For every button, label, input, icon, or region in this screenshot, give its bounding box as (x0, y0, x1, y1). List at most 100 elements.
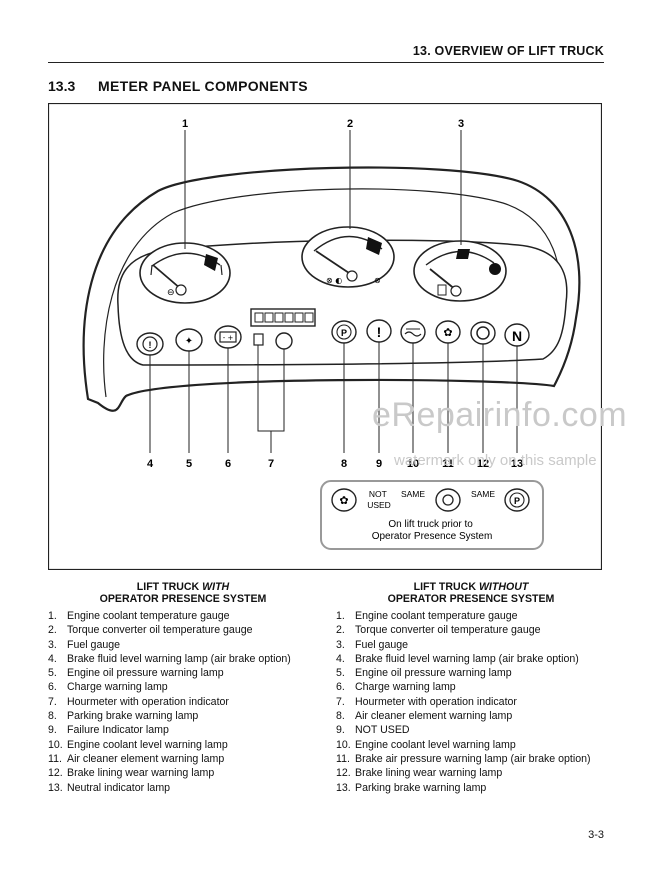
list-item-number: 8. (336, 710, 345, 723)
brake-lining-wear-lamp (470, 321, 496, 345)
coolant-level-warning-lamp (400, 320, 426, 344)
leader-lines (149, 130, 518, 453)
inset-box (320, 480, 544, 550)
callout-numbers: 1 2 3 4 5 6 7 8 9 10 11 12 13 (147, 118, 523, 470)
list-item-number: 9. (48, 724, 57, 737)
svg-text:- +: - + (223, 334, 234, 342)
list-item-number: 5. (336, 667, 345, 680)
list-item-text: Brake lining wear warning lamp (67, 767, 215, 780)
list-item-text: NOT USED (355, 724, 410, 737)
list-item-number: 7. (336, 695, 345, 708)
list-item-number: 13. (48, 781, 63, 794)
list-item: 12. Brake lining wear warning lamp (336, 766, 616, 780)
list-item-number: 11. (48, 752, 62, 765)
neutral-indicator-lamp: N (504, 323, 530, 347)
hourmeter-knob (275, 332, 293, 350)
inset-same-b: SAME (471, 489, 495, 499)
page-number: 3-3 (588, 829, 604, 841)
list-item: 11.Air cleaner element warning lamp (48, 752, 328, 766)
list-item-text: Engine oil pressure warning lamp (355, 667, 512, 680)
list-item-text: Neutral indicator lamp (67, 781, 171, 794)
callout-8: 8 (341, 458, 347, 470)
torque-converter-temp-gauge: ⊗ ◐ ⊗ (301, 226, 395, 288)
list-item-text: Brake air pressure warning lamp (air bra… (355, 752, 591, 765)
list-item: 2.Torque converter oil temperature gauge (48, 623, 328, 637)
list-item-text: Brake lining wear warning lamp (355, 767, 503, 780)
list-item-number: 11. (336, 752, 350, 765)
list-item-number: 7. (48, 695, 57, 708)
not-used-line1: NOT (369, 489, 387, 499)
svg-text:⊗ ◐: ⊗ ◐ (326, 276, 342, 285)
list-item-text: Engine coolant level warning lamp (355, 738, 516, 751)
list-item-number: 4. (336, 652, 345, 665)
list-item-text: Failure Indicator lamp (67, 724, 169, 737)
list-item-number: 9. (336, 724, 345, 737)
list-item-text: Charge warning lamp (355, 681, 456, 694)
svg-text:N: N (512, 328, 522, 344)
callout-4: 4 (147, 458, 154, 470)
list-item: 11. Brake air pressure warning lamp (air … (336, 752, 616, 766)
list-item: 7.Hourmeter with operation indicator (48, 695, 328, 709)
inset-brake-air-lamp (435, 488, 461, 512)
callout-9: 9 (376, 458, 382, 470)
list-item: 1.Engine coolant temperature gauge (48, 609, 328, 623)
callout-10: 10 (407, 458, 419, 470)
list-item-number: 13. (336, 781, 351, 794)
inset-caption-line2: Operator Presence System (372, 531, 493, 542)
inset-caption-line1: On lift truck prior to (388, 519, 473, 530)
with-ops-heading: LIFT TRUCK WITH OPERATOR PRESENCE SYSTEM (48, 581, 318, 605)
callout-7: 7 (268, 458, 274, 470)
fuel-gauge (413, 240, 507, 302)
heading-emphasis: WITHOUT (478, 581, 529, 593)
coolant-temp-gauge: ⊖ (139, 242, 231, 304)
list-item: 10.Engine coolant level warning lamp (48, 738, 328, 752)
list-item: 12.Brake lining wear warning lamp (48, 766, 328, 780)
list-item-number: 3. (48, 638, 57, 651)
heading-line2: OPERATOR PRESENCE SYSTEM (387, 593, 555, 605)
heading-emphasis: WITH (202, 581, 230, 593)
with-ops-column: LIFT TRUCK WITH OPERATOR PRESENCE SYSTEM… (48, 581, 328, 795)
oil-pressure-warning-lamp: ✦ (175, 328, 203, 352)
list-item-text: Engine coolant level warning lamp (67, 738, 228, 751)
list-item-number: 2. (336, 624, 345, 637)
list-item-text: Engine coolant temperature gauge (355, 610, 518, 622)
chapter-header: 13. OVERVIEW OF LIFT TRUCK (412, 44, 604, 58)
list-item: 4. Brake fluid level warning lamp (air br… (336, 652, 616, 666)
list-item-number: 1. (336, 610, 345, 622)
callout-1: 1 (182, 118, 188, 130)
list-item-number: 10. (336, 738, 351, 751)
inset-not-used: NOT USED (367, 489, 391, 510)
svg-text:✿: ✿ (443, 326, 452, 339)
callout-11: 11 (442, 458, 454, 470)
list-item: 8.Parking brake warning lamp (48, 709, 328, 723)
list-item-number: 8. (48, 710, 57, 723)
list-item-number: 12. (336, 767, 351, 780)
list-item: 6.Charge warning lamp (48, 680, 328, 694)
list-item-text: Torque converter oil temperature gauge (355, 624, 541, 637)
list-item-number: 5. (48, 667, 57, 680)
without-ops-heading: LIFT TRUCK WITHOUT OPERATOR PRESENCE SYS… (336, 581, 606, 605)
list-item: 6. Charge warning lamp (336, 680, 616, 694)
list-item: 9. NOT USED (336, 723, 616, 737)
watermark-note: watermark only on this sample (394, 452, 597, 469)
list-item-text: Torque converter oil temperature gauge (67, 624, 253, 637)
svg-text:✿: ✿ (339, 494, 348, 507)
svg-text:P: P (514, 496, 520, 506)
inset-same-a: SAME (401, 489, 425, 499)
inset-parking-brake-lamp: P (504, 488, 530, 512)
list-item-number: 4. (48, 652, 57, 665)
list-item: 4.Brake fluid level warning lamp (air br… (48, 652, 328, 666)
list-item-number: 3. (336, 638, 345, 651)
list-item-number: 6. (336, 681, 345, 694)
header-rule (48, 62, 604, 63)
list-item: 13. Neutral indicator lamp (48, 781, 328, 795)
list-item-text: Brake fluid level warning lamp (air brak… (355, 652, 579, 665)
list-item: 8.Air cleaner element warning lamp (336, 709, 616, 723)
svg-text:P: P (341, 328, 347, 338)
section-number: 13.3 (48, 78, 76, 94)
parking-brake-lamp: P (331, 320, 357, 344)
heading-prefix: LIFT TRUCK (136, 581, 203, 593)
section-title: METER PANEL COMPONENTS (98, 78, 308, 94)
list-item: 5.Engine oil pressure warning lamp (48, 666, 328, 680)
